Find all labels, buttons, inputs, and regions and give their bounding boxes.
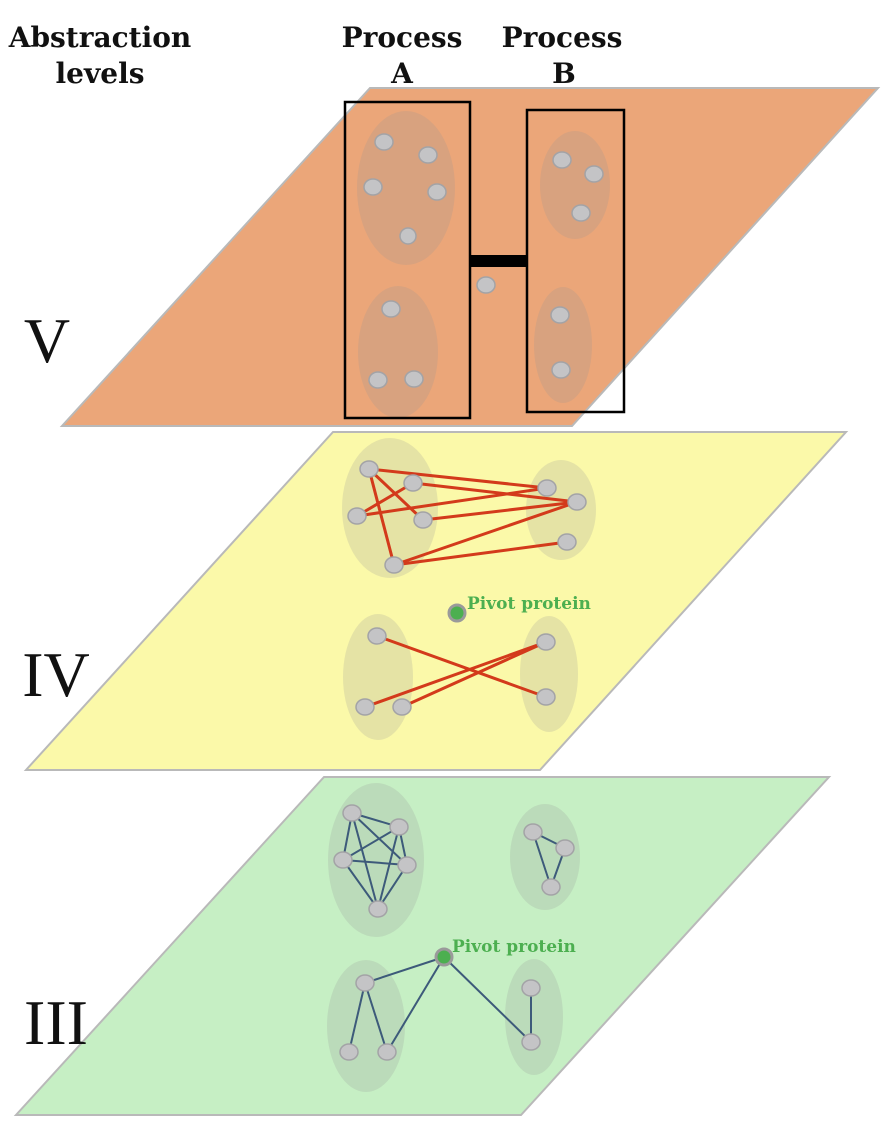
interaction-edge xyxy=(348,982,366,1053)
protein-node xyxy=(521,979,541,997)
level-iii-group: Pivot protein III xyxy=(13,776,832,1116)
protein-node xyxy=(403,474,423,492)
protein-node xyxy=(413,511,433,529)
protein-node xyxy=(555,839,575,857)
protein-node xyxy=(567,493,587,511)
interaction-edge xyxy=(363,640,548,709)
protein-node xyxy=(418,146,438,164)
protein-node xyxy=(377,1043,397,1061)
protein-node xyxy=(333,851,353,869)
process-a-label-line2: A xyxy=(390,57,414,90)
level-iii-label: III xyxy=(24,987,88,1058)
process-b-label-line2: B xyxy=(552,57,576,90)
level-iv-plane xyxy=(23,431,849,771)
pivot-protein-label: Pivot protein xyxy=(467,594,591,614)
interaction-edge xyxy=(364,982,388,1053)
interaction-edge xyxy=(364,956,445,984)
protein-node xyxy=(536,633,556,651)
protein-node xyxy=(339,1043,359,1061)
protein-node xyxy=(368,900,388,918)
interaction-edge xyxy=(355,486,549,518)
interaction-edge xyxy=(342,826,400,861)
pivot-protein-label: Pivot protein xyxy=(452,937,576,957)
interaction-edge xyxy=(392,500,579,567)
protein-node xyxy=(363,178,383,196)
level-v-label: V xyxy=(24,305,70,376)
protein-node xyxy=(342,804,362,822)
level-iii-plane xyxy=(13,776,832,1116)
protein-node xyxy=(404,370,424,388)
interaction-edge xyxy=(400,640,548,709)
level-v-group: V xyxy=(24,87,881,427)
level-iv-label: IV xyxy=(22,639,90,710)
protein-node xyxy=(557,533,577,551)
interaction-edge xyxy=(377,826,400,910)
protein-node xyxy=(381,300,401,318)
pivot-protein-node xyxy=(447,603,467,623)
interaction-edge xyxy=(342,859,408,866)
process-b-label-line1: Process xyxy=(502,21,623,54)
interaction-edge xyxy=(386,956,445,1053)
protein-node xyxy=(347,507,367,525)
protein-node xyxy=(374,133,394,151)
protein-node xyxy=(552,151,572,169)
protein-node xyxy=(584,165,604,183)
protein-node xyxy=(550,306,570,324)
process-b-cluster-bottom xyxy=(505,959,563,1075)
protein-node xyxy=(541,878,561,896)
protein-node xyxy=(537,479,557,497)
protein-node xyxy=(521,1033,541,1051)
process-b-cluster-bottom xyxy=(520,616,578,732)
abstraction-levels-title-line1: Abstraction xyxy=(8,21,192,54)
interaction-edge xyxy=(367,467,396,567)
protein-node xyxy=(399,227,417,245)
process-b-cluster-bottom xyxy=(534,287,592,403)
protein-node xyxy=(389,818,409,836)
abstraction-levels-title-line2: levels xyxy=(56,57,145,90)
interaction-edge xyxy=(367,467,549,490)
protein-node xyxy=(427,183,447,201)
protein-node xyxy=(359,460,379,478)
interaction-edge xyxy=(443,956,532,1043)
level-iv-group: Pivot protein IV xyxy=(22,431,849,771)
protein-node xyxy=(355,698,375,716)
protein-node xyxy=(536,688,556,706)
protein-node xyxy=(571,204,591,222)
interaction-edge xyxy=(421,500,579,522)
protein-node xyxy=(367,627,387,645)
interaction-edge xyxy=(355,481,415,518)
protein-node xyxy=(384,556,404,574)
protein-node xyxy=(392,698,412,716)
protein-node xyxy=(355,974,375,992)
process-link-bar xyxy=(470,255,527,267)
interaction-edge xyxy=(342,859,379,910)
protein-node xyxy=(551,361,571,379)
protein-node xyxy=(397,856,417,874)
process-b-cluster-top xyxy=(540,131,610,239)
interaction-edge xyxy=(411,481,579,504)
pivot-protein-node xyxy=(434,947,454,967)
interaction-edge xyxy=(532,831,552,888)
interaction-edge xyxy=(375,634,548,699)
protein-node xyxy=(476,276,496,294)
protein-node xyxy=(368,371,388,389)
process-a-label-line1: Process xyxy=(342,21,463,54)
process-b-cluster-top xyxy=(510,804,580,910)
protein-node xyxy=(523,823,543,841)
interaction-edge xyxy=(392,540,569,567)
